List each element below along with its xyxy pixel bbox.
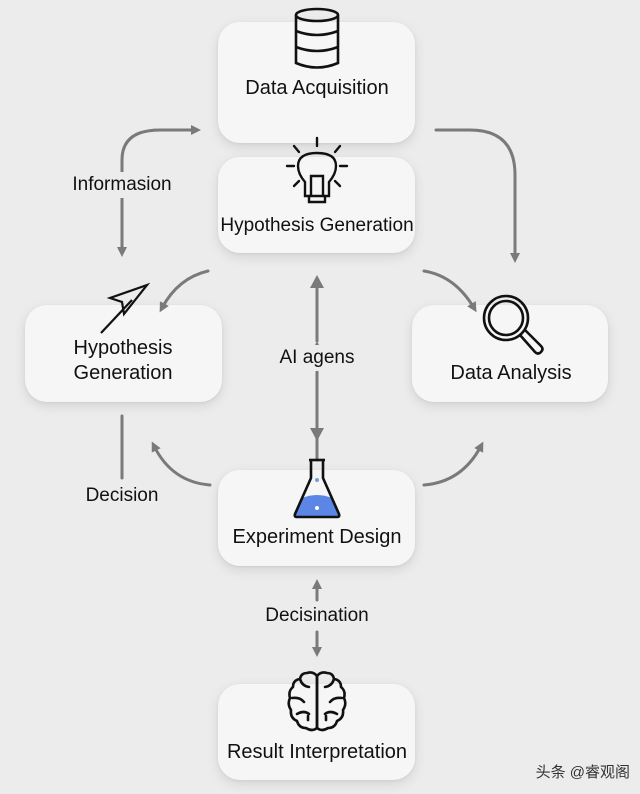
arrow-ed-to-analysis: [422, 441, 484, 487]
lightbulb-icon: [285, 136, 349, 204]
edge-label-ai-agens: AI agens: [275, 345, 359, 371]
edge-label-decisination: Decisination: [261, 603, 373, 629]
magnifier-icon: [482, 294, 544, 355]
watermark: 头条 @睿观阁: [535, 764, 630, 781]
node-title-line1: Hypothesis: [73, 337, 173, 359]
arrow-hg-to-left: [159, 269, 210, 313]
node-title: Hypothesis Generation: [220, 215, 414, 236]
node-data-acquisition: [218, 22, 415, 143]
edge-label-decision: Decision: [81, 483, 163, 509]
node-title-line2: Generation: [73, 362, 173, 384]
arrow-hg-to-analysis: [422, 269, 477, 313]
arrow-cursor-icon: [100, 282, 150, 334]
node-hypothesis-generation-center: [218, 157, 415, 253]
node-hypothesis-generation-left: [25, 305, 222, 402]
edge-label-informasion: Informasion: [68, 172, 176, 198]
arrow-acquisition-to-analysis: [434, 128, 520, 263]
arrow-ed-to-left: [151, 441, 212, 487]
brain-icon: [287, 671, 347, 732]
arrow-left-to-acquisition: [120, 125, 201, 207]
flask-icon: [293, 458, 341, 519]
node-title: Data Acquisition: [245, 77, 389, 99]
node-data-analysis: [412, 305, 608, 402]
node-title: Data Analysis: [450, 362, 572, 384]
node-title: Experiment Design: [232, 526, 402, 548]
node-title: Result Interpretation: [226, 741, 408, 763]
database-icon: [294, 7, 340, 69]
